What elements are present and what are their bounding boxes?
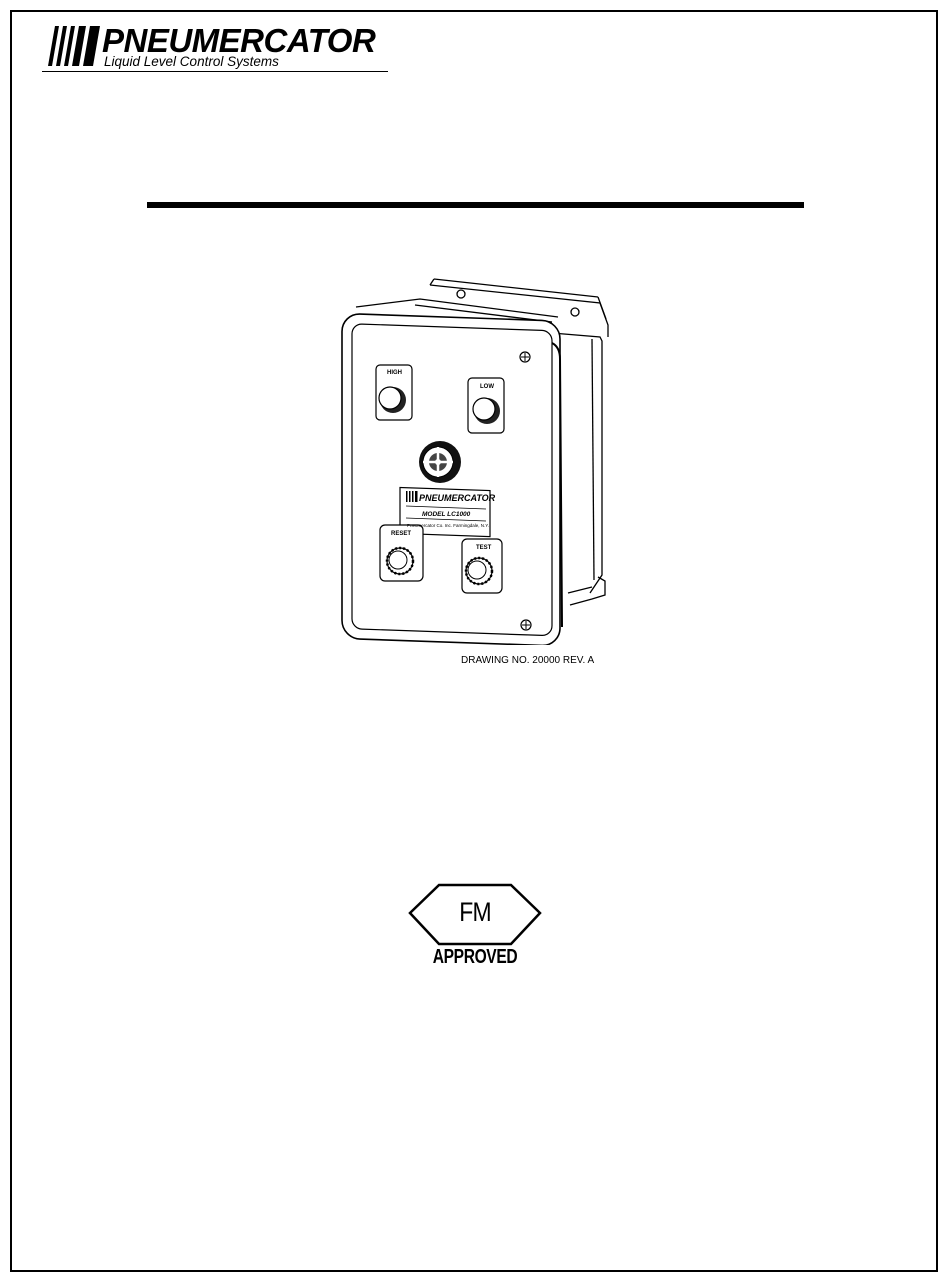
- enclosure-drawing: HIGH LOW RESET TEST PNEUMERCATOR MODEL L…: [330, 275, 620, 645]
- reset-label: RESET: [391, 531, 411, 537]
- logo-tagline: Liquid Level Control Systems: [104, 54, 279, 70]
- low-label: LOW: [480, 384, 494, 390]
- alarm-horn-icon: [419, 441, 461, 483]
- company-logo: PNEUMERCATOR Liquid Level Control System…: [42, 24, 392, 76]
- enclosure-illustration: HIGH LOW RESET TEST PNEUMERCATOR MODEL L…: [330, 275, 620, 645]
- title-rule: [147, 202, 804, 208]
- fm-mark-text: FM: [416, 897, 535, 927]
- logo-underline: [42, 71, 388, 72]
- nameplate-brand: PNEUMERCATOR: [419, 493, 496, 503]
- logo-stripes-icon: [42, 24, 102, 70]
- nameplate-address: Pneumercator Co. Inc. Farmingdale, N.Y.: [407, 523, 489, 528]
- nameplate-model: MODEL LC1000: [422, 511, 471, 518]
- logo-brand-name: PNEUMERCATOR: [102, 24, 375, 58]
- test-label: TEST: [476, 545, 492, 551]
- high-label: HIGH: [387, 370, 402, 376]
- fm-approved-mark: FM APPROVED: [405, 880, 545, 975]
- fm-approved-text: APPROVED: [420, 946, 529, 968]
- drawing-number: DRAWING NO. 20000 REV. A: [461, 655, 594, 666]
